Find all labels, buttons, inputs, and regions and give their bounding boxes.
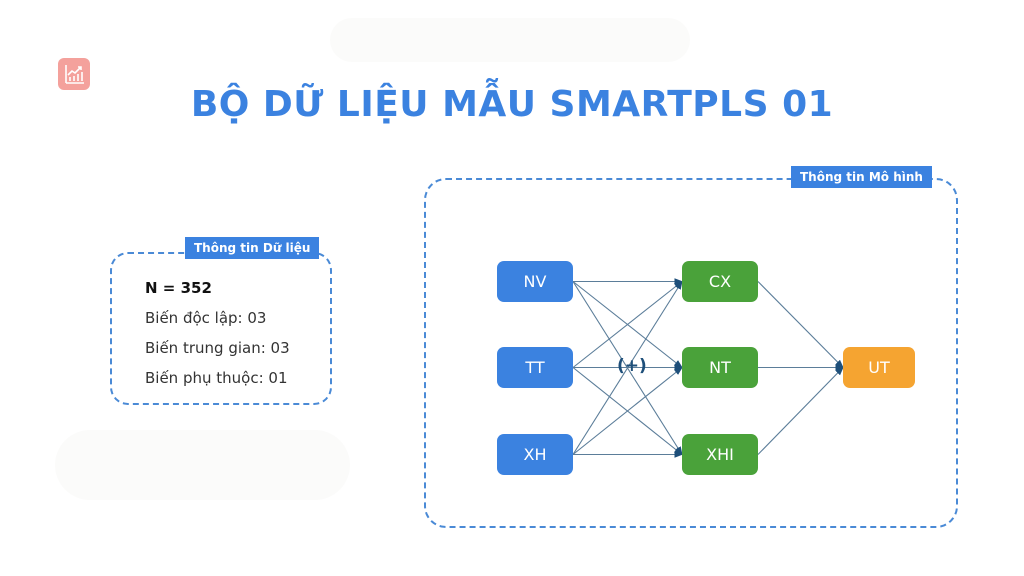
moderator-label: (+) xyxy=(617,356,647,376)
data-info-list: N = 352 Biến độc lập: 03 Biến trung gian… xyxy=(145,278,290,398)
node-tt: TT xyxy=(497,347,573,388)
node-nv: NV xyxy=(497,261,573,302)
page-title: BỘ DỮ LIỆU MẪU SMARTPLS 01 xyxy=(190,84,834,125)
edge-tt-cx xyxy=(572,280,683,368)
node-cx: CX xyxy=(682,261,758,302)
edge-xh-nt xyxy=(572,366,683,455)
data-info-tag: Thông tin Dữ liệu xyxy=(185,237,320,259)
edge-cx-ut xyxy=(757,281,844,369)
node-ut: UT xyxy=(843,347,915,388)
sample-size: N = 352 xyxy=(145,279,212,297)
model-info-tag: Thông tin Mô hình xyxy=(791,166,932,188)
background-blob xyxy=(55,430,350,500)
edge-xh-cx xyxy=(572,280,683,455)
dependent-count: Biến phụ thuộc: 01 xyxy=(145,369,288,387)
background-blob xyxy=(330,18,690,62)
node-xhi: XHI xyxy=(682,434,758,475)
mediator-count: Biến trung gian: 03 xyxy=(145,339,290,357)
independent-count: Biến độc lập: 03 xyxy=(145,309,267,327)
chart-growth-icon xyxy=(65,65,84,84)
edge-xhi-ut xyxy=(757,366,844,455)
node-nt: NT xyxy=(682,347,758,388)
logo xyxy=(58,58,90,90)
node-xh: XH xyxy=(497,434,573,475)
model-info-panel xyxy=(424,178,958,528)
